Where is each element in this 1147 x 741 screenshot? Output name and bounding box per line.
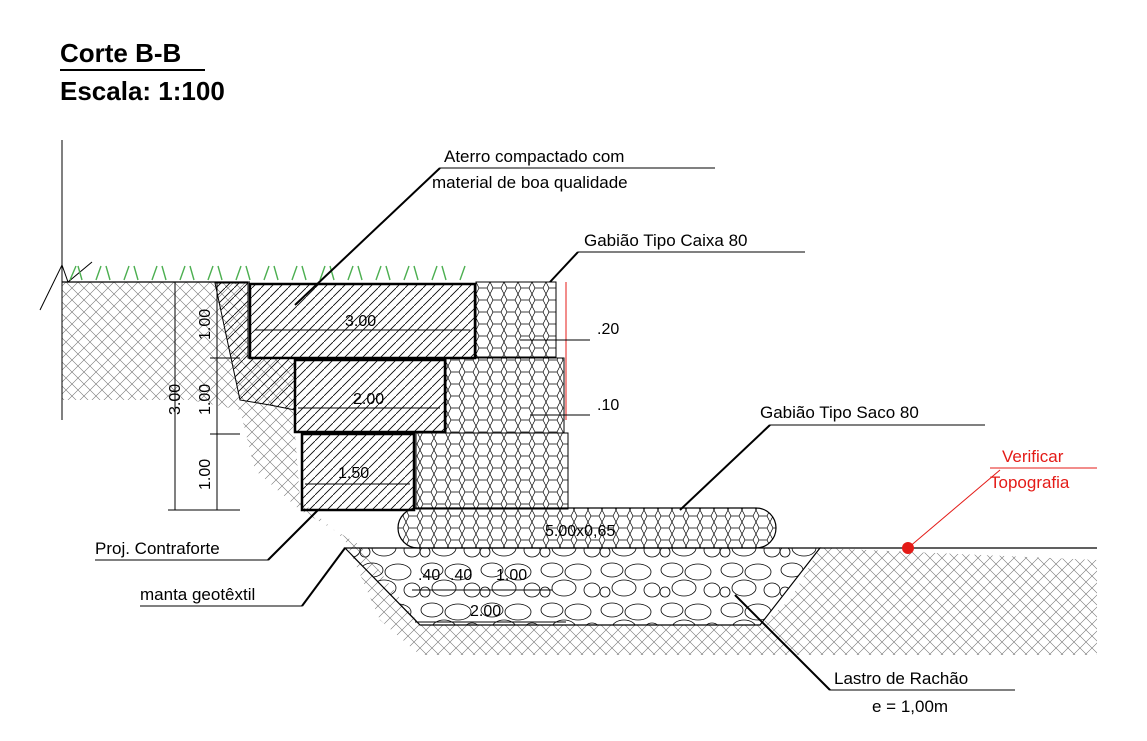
label-proj-contraforte: Proj. Contraforte	[95, 539, 220, 558]
dim-total-height: 3.00	[167, 384, 184, 415]
aterro-leader	[294, 167, 441, 306]
ground-left	[62, 282, 1097, 655]
dim-step-top: .20	[597, 321, 619, 338]
counterfort-bot	[300, 432, 416, 512]
label-verificar-2: Topografia	[990, 473, 1070, 492]
dim-base-total: 2.00	[470, 603, 501, 620]
dim-w-mid: 2.00	[353, 391, 384, 408]
label-lastro-2: e = 1,00m	[872, 697, 948, 716]
counterfort-top	[248, 282, 477, 360]
manta-leader	[301, 547, 346, 607]
grass	[69, 265, 466, 281]
label-lastro-1: Lastro de Rachão	[834, 669, 968, 688]
label-manta: manta geotêxtil	[140, 585, 255, 604]
label-verificar-1: Verificar	[1002, 447, 1064, 466]
dim-h3: 1.00	[197, 459, 214, 490]
verificar-leader	[907, 469, 1001, 549]
sack-dimension: 5.00x0,65	[545, 523, 615, 540]
gabion-row3	[415, 432, 569, 510]
gabion-row1	[475, 281, 557, 358]
dim-h1: 1.00	[197, 309, 214, 340]
dim-base-a: .40	[418, 567, 440, 584]
scale-text: Escala: 1:100	[60, 76, 225, 106]
lastro-leader	[734, 594, 831, 691]
counterfort-mid	[293, 358, 447, 434]
section-title: Corte B-B	[60, 38, 181, 68]
dim-base-c: 1.00	[496, 567, 527, 584]
gabion-row2	[445, 357, 565, 434]
dim-step-mid: .10	[597, 397, 619, 414]
saco-leader	[679, 424, 771, 511]
verificar-point	[902, 542, 914, 554]
dim-w-bot: 1.50	[338, 465, 369, 482]
label-aterro-2: material de boa qualidade	[432, 173, 628, 192]
dim-w-top: 3.00	[345, 313, 376, 330]
contraforte-leader	[267, 509, 319, 561]
dim-h2: 1.00	[197, 384, 214, 415]
label-aterro-1: Aterro compactado com	[444, 147, 624, 166]
rachao-base	[343, 547, 822, 626]
label-gabiao-caixa: Gabião Tipo Caixa 80	[584, 231, 748, 250]
dim-base-b: .40	[450, 567, 472, 584]
label-gabiao-saco: Gabião Tipo Saco 80	[760, 403, 919, 422]
caixa-leader	[549, 251, 579, 283]
left-dimensions	[168, 281, 250, 511]
